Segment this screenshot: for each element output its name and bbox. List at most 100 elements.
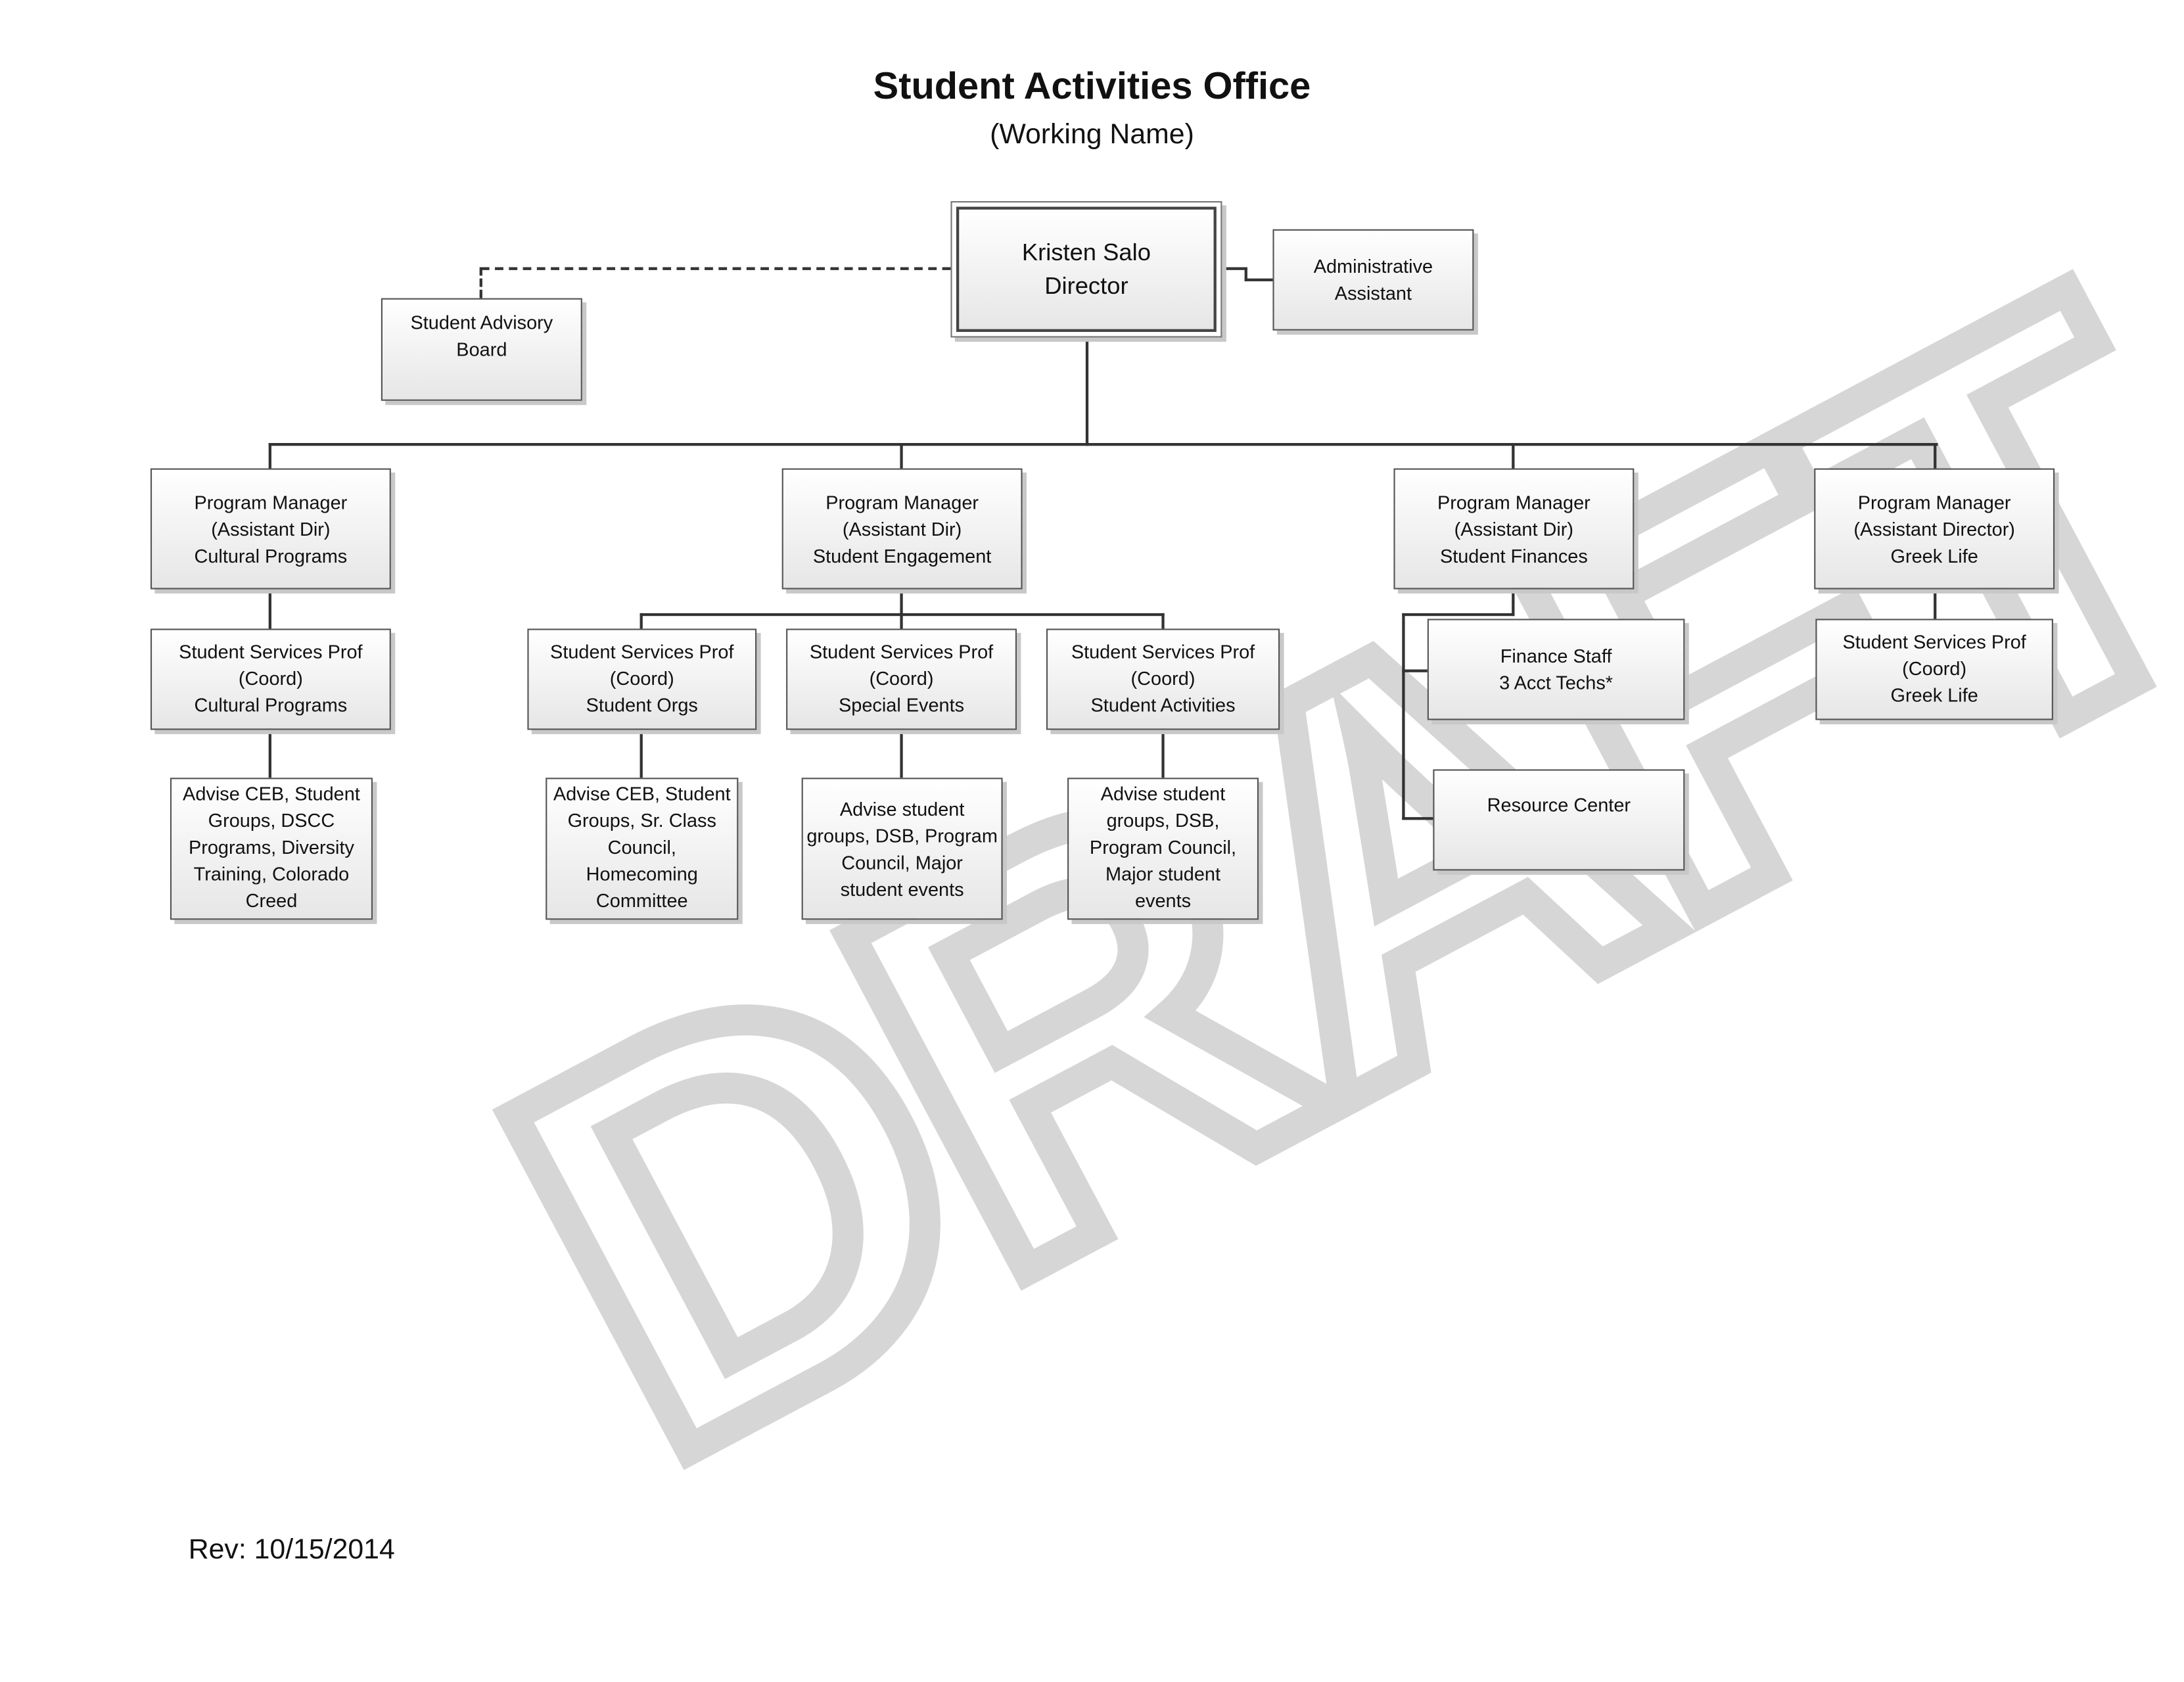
box-line: events	[1134, 890, 1192, 912]
box-line: Program Manager	[1857, 492, 2011, 513]
duties-activities-box[interactable]: Advise student groups, DSB, Program Counci…	[1067, 778, 1259, 920]
pm-student-finances-box[interactable]: Program Manager (Assistant Dir) Student Fi…	[1393, 468, 1635, 590]
box-line: Advise CEB, Student	[183, 783, 360, 805]
box-line: Student Engagement	[812, 546, 992, 567]
pm-student-engagement-box[interactable]: Program Manager (Assistant Dir) Student En…	[781, 468, 1023, 590]
connector-line	[1402, 669, 1428, 672]
connector-line	[900, 728, 903, 778]
page-subtitle: (Working Name)	[990, 119, 1194, 151]
advisory-board-box[interactable]: Student Advisory Board	[381, 298, 582, 401]
box-line: Advise student	[1100, 783, 1226, 805]
connector-line	[1402, 817, 1433, 820]
connector-line	[1222, 267, 1247, 270]
box-line: groups, DSB, Program	[806, 824, 998, 847]
pm-cultural-programs-box[interactable]: Program Manager (Assistant Dir) Cultural P…	[150, 468, 391, 590]
connector-line	[1934, 588, 1937, 619]
connector-line	[900, 443, 903, 469]
connector-line	[1512, 588, 1515, 617]
box-line: Greek Life	[1890, 685, 1978, 707]
director-title: Director	[1044, 272, 1128, 299]
box-line: Finance Staff	[1500, 645, 1612, 667]
box-line: Student Services Prof	[1842, 631, 2026, 653]
pm-greek-life-box[interactable]: Program Manager (Assistant Director) Greek…	[1814, 468, 2055, 590]
box-line: Creed	[245, 890, 298, 912]
box-line: Homecoming	[586, 863, 698, 885]
box-line: (Coord)	[1902, 658, 1967, 680]
box-line: Student Services Prof	[809, 641, 994, 663]
box-line: Resource Center	[1487, 794, 1631, 816]
box-line: Assistant	[1334, 283, 1412, 304]
connector-line	[1934, 443, 1937, 469]
box-line: groups, DSB,	[1106, 810, 1220, 831]
box-line: Cultural Programs	[194, 695, 348, 716]
box-line: Administrative	[1313, 256, 1433, 277]
connector-line	[1085, 337, 1089, 446]
box-line: Cultural Programs	[194, 546, 348, 567]
box-line: (Assistant Dir)	[211, 519, 331, 540]
box-line: Student Advisory	[410, 312, 553, 334]
connector-line	[639, 728, 643, 778]
revision-date: Rev: 10/15/2014	[188, 1534, 395, 1566]
box-line: (Assistant Director)	[1853, 519, 2015, 540]
box-line: Program Manager	[825, 492, 979, 513]
box-line: (Coord)	[869, 668, 934, 689]
connector-line	[268, 443, 271, 469]
connector-line	[1161, 728, 1165, 778]
connector-line	[639, 613, 643, 629]
box-line: Program Manager	[194, 492, 348, 513]
box-line: Special Events	[838, 695, 965, 716]
box-line: (Assistant Dir)	[842, 519, 962, 540]
box-line: Advise student	[839, 798, 965, 820]
page-title: Student Activities Office	[873, 64, 1311, 107]
box-line: Student Services Prof	[1071, 641, 1255, 663]
coord-student-activities-box[interactable]: Student Services Prof (Coord) Student Acti…	[1046, 628, 1280, 730]
box-line: Program Manager	[1437, 492, 1591, 513]
connector-line	[1244, 267, 1247, 281]
connector-line	[1402, 613, 1515, 617]
box-line: Student Services Prof	[550, 641, 734, 663]
resource-center-box[interactable]: Resource Center	[1433, 769, 1685, 871]
coord-special-events-box[interactable]: Student Services Prof (Coord) Special Even…	[786, 628, 1017, 730]
connector-line	[900, 588, 903, 629]
coord-cultural-programs-box[interactable]: Student Services Prof (Coord) Cultural Pro…	[150, 628, 391, 730]
coord-greek-life-box[interactable]: Student Services Prof (Coord) Greek Life	[1815, 619, 2053, 720]
box-line: Student Finances	[1439, 546, 1588, 567]
box-line: Advise CEB, Student	[553, 783, 731, 805]
box-line: Council,	[607, 837, 676, 858]
box-line: 3 Acct Techs*	[1499, 672, 1614, 693]
connector-line	[1402, 613, 1405, 820]
connector-line	[1512, 443, 1515, 469]
box-line: Student Orgs	[586, 695, 698, 716]
connector-line	[268, 728, 271, 778]
box-line: Groups, Sr. Class	[567, 810, 716, 831]
box-line: Student Services Prof	[179, 641, 363, 663]
connector-line	[268, 588, 271, 629]
admin-assistant-box[interactable]: Administrative Assistant	[1272, 229, 1474, 331]
connector-line	[639, 613, 1165, 617]
box-line: Major student	[1105, 863, 1221, 885]
director-box[interactable]: Kristen Salo Director	[950, 200, 1222, 338]
box-line: (Coord)	[1130, 668, 1196, 689]
box-line: Committee	[595, 890, 688, 912]
finance-staff-box[interactable]: Finance Staff 3 Acct Techs*	[1427, 619, 1685, 720]
director-name: Kristen Salo	[1021, 238, 1151, 266]
dotted-connector	[479, 267, 482, 298]
box-line: (Assistant Dir)	[1454, 519, 1574, 540]
box-line: Groups, DSCC	[208, 810, 335, 831]
connector-line	[1161, 613, 1165, 629]
connector-line	[268, 443, 1938, 446]
box-line: (Coord)	[238, 668, 303, 689]
box-line: Board	[456, 339, 507, 360]
box-line: student events	[840, 878, 964, 900]
box-line: Greek Life	[1890, 546, 1978, 567]
box-line: Training, Colorado	[193, 863, 350, 885]
box-line: Student Activities	[1090, 695, 1236, 716]
box-line: (Coord)	[609, 668, 674, 689]
dotted-connector	[480, 267, 951, 270]
box-line: Program Council,	[1089, 837, 1237, 858]
coord-student-orgs-box[interactable]: Student Services Prof (Coord) Student Orgs	[527, 628, 757, 730]
